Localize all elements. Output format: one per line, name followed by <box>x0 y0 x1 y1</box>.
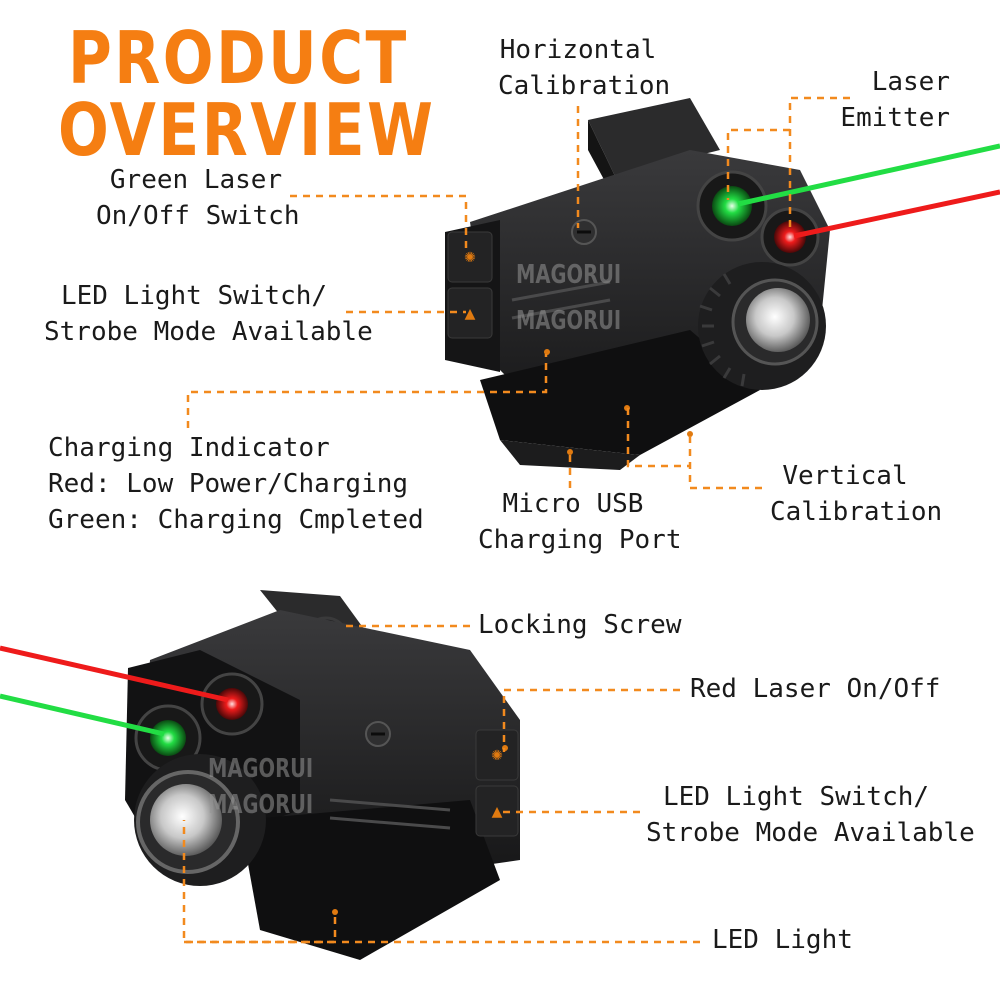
label-charging-indicator: Charging Indicator Red: Low Power/Chargi… <box>48 430 424 538</box>
title-line-2: OVERVIEW <box>58 88 436 172</box>
watermark-bottom-1: MAGORUI <box>208 754 314 784</box>
label-charging-indicator-line2: Red: Low Power/Charging <box>48 469 409 499</box>
svg-text:✺: ✺ <box>491 748 503 764</box>
label-green-laser-switch-line1: Green Laser <box>109 165 283 195</box>
label-horizontal-calibration: Horizontal Calibration <box>498 32 671 104</box>
label-micro-usb: Micro USB Charging Port <box>478 486 682 558</box>
label-vertical-calibration: Vertical Calibration <box>770 458 943 530</box>
leader-lines <box>182 96 850 944</box>
label-led-light: LED Light <box>712 925 853 955</box>
svg-text:▲: ▲ <box>492 804 503 820</box>
label-vertical-calibration-line1: Vertical <box>782 461 908 491</box>
label-laser-emitter-line1: Laser <box>871 67 950 97</box>
label-horizontal-calibration-line1: Horizontal <box>499 35 657 65</box>
label-charging-indicator-line1: Charging Indicator <box>48 433 330 463</box>
top-device: ✺ ▲ <box>445 98 1000 470</box>
label-horizontal-calibration-line2: Calibration <box>498 71 671 101</box>
label-green-laser-switch: Green Laser On/Off Switch <box>96 162 300 234</box>
svg-text:▲: ▲ <box>465 306 476 322</box>
label-led-switch-top-line2: Strobe Mode Available <box>44 317 373 347</box>
label-led-switch-top: LED Light Switch/ Strobe Mode Available <box>44 278 373 350</box>
label-locking-screw: Locking Screw <box>478 610 682 640</box>
watermark-top-2: MAGORUI <box>516 306 622 336</box>
label-micro-usb-line2: Charging Port <box>478 525 682 555</box>
label-laser-emitter-line2: Emitter <box>840 103 950 133</box>
label-led-switch-top-line1: LED Light Switch/ <box>60 281 328 311</box>
watermark-top-1: MAGORUI <box>516 260 622 290</box>
label-charging-indicator-line3: Green: Charging Cmpleted <box>48 505 424 535</box>
label-micro-usb-line1: Micro USB <box>502 489 644 519</box>
title-line-1: PRODUCT <box>68 16 409 100</box>
label-green-laser-switch-line2: On/Off Switch <box>96 201 300 231</box>
label-led-switch-bottom-line1: LED Light Switch/ <box>662 782 930 812</box>
bottom-device: ✺ ▲ <box>0 590 520 960</box>
label-laser-emitter: Laser Emitter <box>820 64 950 136</box>
watermark-bottom-2: MAGORUI <box>208 790 314 820</box>
svg-text:✺: ✺ <box>464 250 476 266</box>
label-red-laser-switch: Red Laser On/Off <box>690 674 941 704</box>
label-vertical-calibration-line2: Calibration <box>770 497 943 527</box>
label-led-switch-bottom-line2: Strobe Mode Available <box>646 818 975 848</box>
label-led-switch-bottom: LED Light Switch/ Strobe Mode Available <box>646 779 975 851</box>
